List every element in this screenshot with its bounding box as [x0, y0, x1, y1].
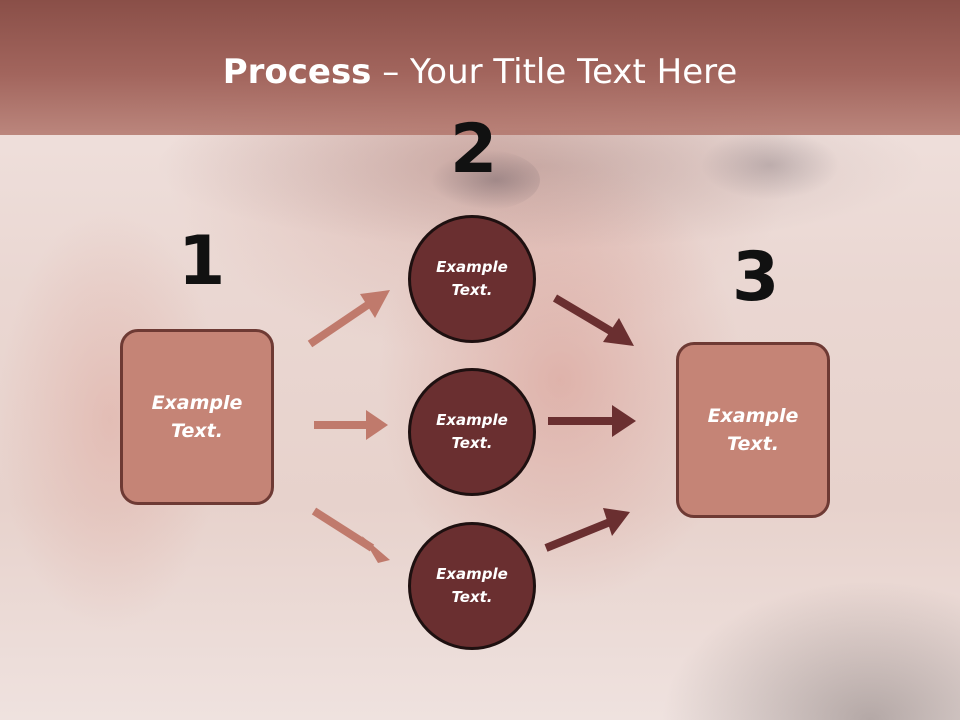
circle-bottom-text-line1: Example: [436, 564, 508, 583]
circle-top-text-line1: Example: [436, 257, 508, 276]
slide-title-rest: – Your Title Text Here: [371, 52, 738, 92]
step-1-text-line2: Text.: [171, 420, 223, 442]
background-shirt-shade: [660, 580, 960, 720]
arrow-middle-to-3: [548, 405, 636, 437]
arrow-1-to-bottom: [311, 507, 390, 563]
step-number-3: 3: [732, 238, 780, 317]
step-1-text-line1: Example: [151, 391, 243, 414]
slide-title: Process – Your Title Text Here: [0, 52, 960, 92]
arrow-bottom-to-3: [544, 508, 630, 552]
step-number-1: 1: [178, 222, 226, 301]
step-3-text-line2: Text.: [727, 433, 779, 455]
slide-title-bold: Process: [222, 52, 372, 92]
background-eye-shade: [430, 150, 540, 210]
circle-bottom-text-line2: Text.: [451, 588, 493, 606]
circle-middle-text-line2: Text.: [451, 434, 493, 452]
step-number-2: 2: [450, 110, 498, 189]
arrow-1-to-middle: [314, 410, 388, 440]
arrow-top-to-3: [552, 294, 634, 346]
title-banner: [0, 0, 960, 135]
circle-middle-text-line1: Example: [436, 410, 508, 429]
background-eye-shade-right: [700, 130, 840, 200]
background-hair-shade: [150, 130, 930, 250]
arrow-1-to-top: [307, 290, 390, 348]
circle-top-text-line2: Text.: [451, 281, 493, 299]
step-3-text-line1: Example: [707, 404, 799, 427]
